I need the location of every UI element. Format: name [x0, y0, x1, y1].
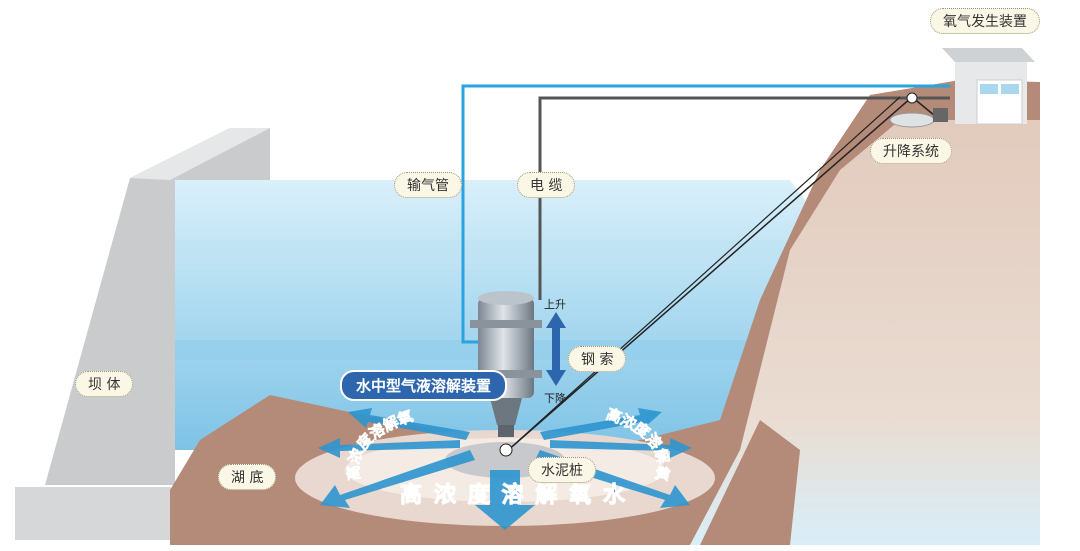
lift-system — [889, 92, 948, 128]
oxygen-generator-label: 氧气发生装置 — [930, 8, 1040, 34]
output-water-label: 高浓度溶解氧水 — [400, 482, 626, 508]
device-label: 水中型气液溶解装置 — [340, 370, 508, 401]
lift-system-label: 升降系统 — [870, 138, 952, 164]
down-label: 下降 — [544, 392, 566, 405]
dam-label: 坝 体 — [75, 371, 134, 397]
up-down-arrow — [546, 312, 566, 386]
oxygen-generator-building — [942, 48, 1035, 125]
cement-pile-label: 水泥桩 — [528, 457, 596, 483]
cable-label: 电 缆 — [517, 172, 576, 198]
lakebed-label: 湖 底 — [218, 464, 277, 490]
up-label: 上升 — [544, 298, 566, 311]
steel-rope-label: 钢 索 — [568, 346, 627, 372]
power-cable — [538, 96, 950, 300]
gas-pipe-label: 输气管 — [394, 172, 462, 198]
